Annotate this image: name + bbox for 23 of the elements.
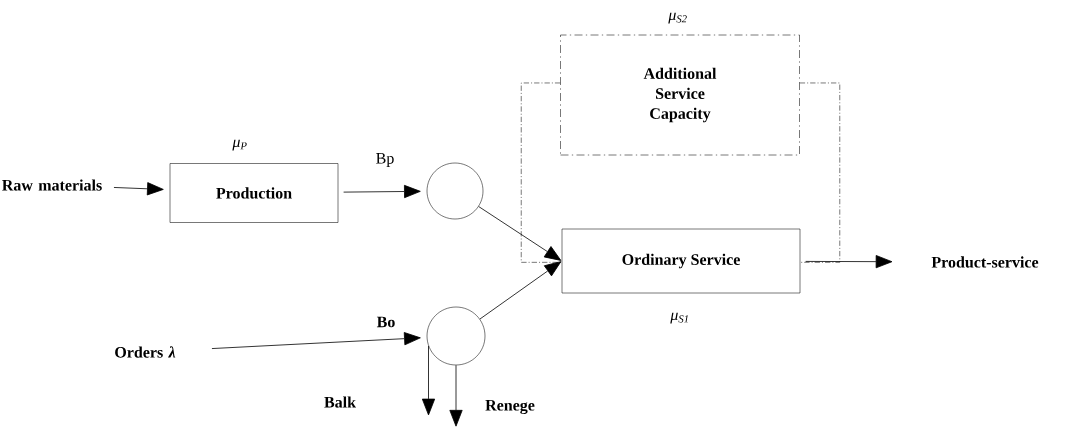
flow-label: Orders λ [115, 346, 176, 358]
arrow [421, 345, 436, 416]
flow-label: Raw materials [2, 179, 102, 191]
rate-label: Bo [376, 316, 395, 328]
queue-circle [426, 162, 484, 220]
arrow [211, 332, 421, 349]
rate-label: Bp [376, 153, 394, 167]
edge-label: Renege [485, 400, 535, 414]
process-box: Production [169, 163, 339, 223]
edge-label: Balk [324, 396, 356, 408]
arrow [343, 184, 421, 199]
arrow [805, 255, 893, 269]
arrow [113, 182, 164, 196]
dashed-process-box: Additional Service Capacity [560, 34, 800, 156]
arrow [479, 261, 562, 320]
arrow [478, 206, 562, 261]
rate-label: μ$_{S1}$ [670, 312, 688, 324]
arrow [449, 364, 463, 427]
flow-label: Product-service [931, 256, 1039, 268]
process-box: Ordinary Service [561, 228, 801, 294]
rate-label: μ$_{S2}$ [668, 12, 687, 24]
rate-label: μ$_{P}$ [232, 139, 247, 151]
queue-circle [426, 306, 486, 366]
